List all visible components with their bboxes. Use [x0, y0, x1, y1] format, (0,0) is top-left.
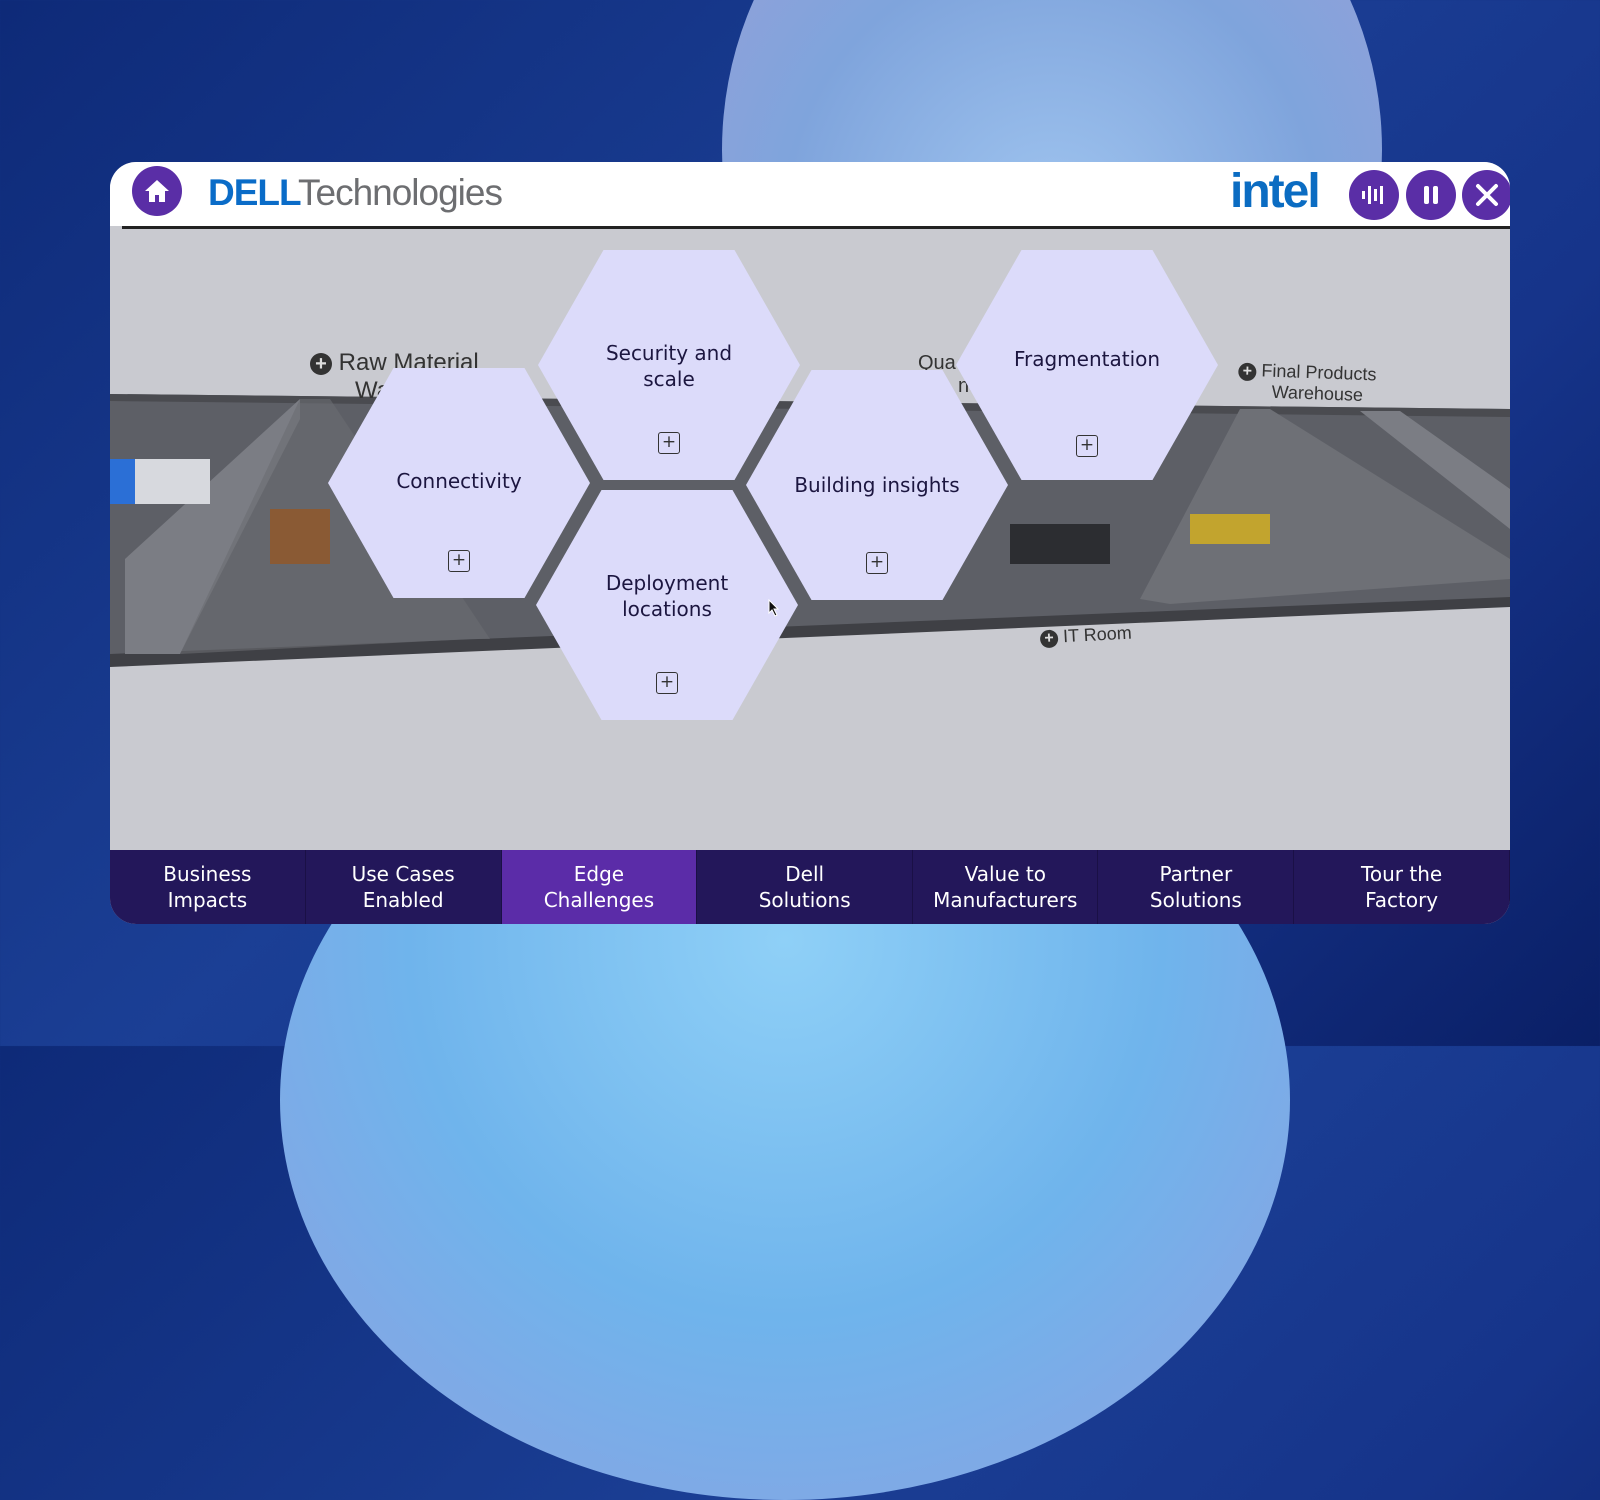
nav-edge-challenges[interactable]: Edge Challenges [501, 850, 698, 924]
hex-title: Fragmentation [1013, 347, 1161, 371]
mouse-cursor-icon [768, 599, 780, 617]
dell-logo: DELL [208, 172, 302, 213]
home-icon [145, 180, 169, 202]
nav-use-cases-enabled[interactable]: Use Cases Enabled [306, 850, 502, 924]
label-text: Final Products [1261, 360, 1377, 385]
hex-title: Connectivity [396, 469, 522, 493]
pause-button[interactable] [1406, 170, 1456, 220]
close-icon [1476, 184, 1498, 206]
technologies-logo-text: Technologies [298, 172, 503, 213]
plus-circle-icon: + [1039, 629, 1059, 649]
nav-partner-solutions[interactable]: Partner Solutions [1098, 850, 1295, 924]
nav-dell-solutions[interactable]: Dell Solutions [697, 850, 914, 924]
nav-business-impacts[interactable]: Business Impacts [110, 850, 306, 924]
label-text: Warehouse [1271, 381, 1364, 405]
label-text: IT Room [1062, 622, 1133, 647]
hex-title: Deployment locations [605, 571, 729, 621]
expand-plus-icon[interactable]: + [866, 552, 888, 574]
nav-tour-the-factory[interactable]: Tour the Factory [1294, 850, 1510, 924]
plus-circle-icon: + [310, 353, 332, 375]
plus-circle-icon: + [1238, 362, 1257, 382]
pause-icon [1424, 186, 1438, 204]
hex-security-and-scale[interactable]: Security and scale + [538, 250, 800, 480]
expand-plus-icon[interactable]: + [1076, 435, 1098, 457]
header: DELL Technologies intel [110, 162, 1510, 226]
hex-title: Building insights [794, 473, 960, 497]
audio-wave-icon [1362, 186, 1383, 204]
intel-logo: intel [1230, 165, 1321, 218]
label-text: Qua [918, 352, 956, 374]
hex-title: Security and scale [605, 341, 733, 391]
close-button[interactable] [1462, 170, 1510, 220]
nav-value-to-manufacturers[interactable]: Value to Manufacturers [913, 850, 1099, 924]
header-divider [122, 226, 1510, 229]
bottom-nav: Business Impacts Use Cases Enabled Edge … [110, 850, 1510, 924]
expand-plus-icon[interactable]: + [448, 550, 470, 572]
expand-plus-icon[interactable]: + [656, 672, 678, 694]
hex-deployment-locations[interactable]: Deployment locations + [536, 490, 798, 720]
audio-button[interactable] [1349, 170, 1399, 220]
expand-plus-icon[interactable]: + [658, 432, 680, 454]
home-button[interactable] [132, 166, 182, 216]
hex-building-insights[interactable]: Building insights + [746, 370, 1008, 600]
